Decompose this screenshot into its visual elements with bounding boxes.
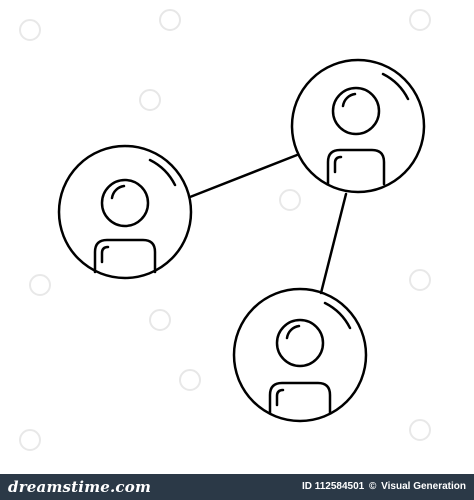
connection-line-left-top (188, 153, 299, 199)
social-network-illustration (19, 9, 431, 451)
image-id: ID 112584501 (301, 481, 365, 492)
user-node-inner-arc (381, 72, 410, 101)
footer-bar: dreamstime.com ID 112584501 © Visual Gen… (0, 474, 474, 500)
user-body-highlight (100, 245, 110, 264)
user-head-highlight (341, 92, 357, 108)
user-head-highlight (285, 324, 301, 340)
user-node-top (290, 58, 426, 194)
user-node-left (57, 144, 193, 280)
user-node-circle (232, 287, 368, 423)
user-body-highlight (333, 155, 343, 174)
user-node-circle (57, 144, 193, 280)
user-node-inner-arc (148, 158, 177, 187)
user-body-icon (268, 381, 332, 415)
dreamstime-watermark-icon (19, 9, 431, 451)
user-node-circle (290, 58, 426, 194)
connection-line-top-bottom (319, 192, 348, 295)
user-head-highlight (110, 184, 126, 200)
image-author: Visual Generation (381, 481, 466, 492)
image-credit: ID 112584501 © Visual Generation (302, 481, 466, 492)
user-head-icon (331, 86, 381, 136)
user-head-icon (275, 318, 325, 368)
user-node-inner-arc (323, 301, 352, 330)
user-body-icon (93, 238, 157, 274)
user-node-bottom (232, 287, 368, 423)
user-body-highlight (275, 388, 285, 407)
user-body-icon (326, 148, 386, 186)
dreamstime-logo: dreamstime.com (8, 478, 152, 496)
copyright-symbol: © (369, 481, 377, 492)
user-head-icon (100, 178, 150, 228)
